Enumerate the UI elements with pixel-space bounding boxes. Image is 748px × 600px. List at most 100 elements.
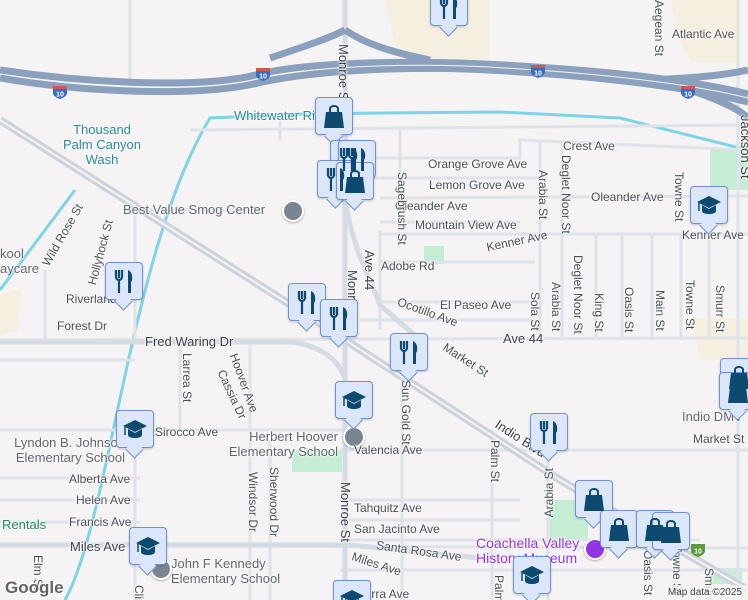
interstate-10-shield-icon: 10: [680, 84, 696, 100]
street-label: Market St: [693, 432, 745, 446]
street-label: Smurr St: [713, 285, 727, 333]
poi-label-herbert-hoover-school[interactable]: Herbert Hoover Elementary School: [228, 429, 338, 459]
street-label: Arabia St: [536, 170, 550, 220]
interstate-10-shield-icon: 10: [255, 66, 271, 82]
street-label: Tahquitz Ave: [354, 501, 422, 515]
street-label: Palm St: [488, 440, 502, 483]
school-marker[interactable]: [116, 410, 154, 448]
restaurant-marker[interactable]: [288, 283, 326, 321]
street-label: Main St: [653, 290, 667, 331]
restaurant-marker[interactable]: [320, 299, 358, 337]
street-label: Sola St: [528, 292, 542, 331]
poi-label-daycare[interactable]: kool aycare: [0, 246, 40, 276]
fork-knife-icon: [539, 421, 558, 444]
shopping-marker[interactable]: [600, 510, 638, 548]
shopping-bag-icon: [661, 520, 681, 543]
poi-label-best-value-smog-center[interactable]: Best Value Smog Center: [123, 202, 266, 217]
water-label-whitewater-river: Whitewater Ri: [234, 108, 315, 123]
graduation-cap-icon: [340, 590, 364, 600]
graduation-cap-icon: [136, 537, 160, 555]
street-label: Windsor Dr: [246, 472, 260, 533]
street-label: Atlantic Ave: [672, 27, 735, 41]
poi-label-rentals[interactable]: Rentals: [2, 517, 47, 532]
street-label: Helen Ave: [76, 493, 131, 507]
fork-knife-icon: [114, 270, 133, 293]
school-marker[interactable]: [690, 186, 728, 224]
fork-knife-icon: [297, 291, 316, 314]
school-marker[interactable]: [335, 381, 373, 419]
shopping-bag-icon: [645, 518, 665, 541]
street-label: El Paseo Ave: [440, 298, 512, 312]
street-label-ave-44: Ave 44: [362, 250, 377, 291]
fork-knife-icon: [347, 148, 366, 171]
street-label-jackson-st: Jackson St: [738, 115, 748, 179]
street-label: Larrea St: [180, 353, 194, 403]
graduation-cap-icon: [520, 566, 544, 584]
street-label: Oasis St: [641, 550, 655, 596]
street-label: Kenner Ave: [682, 228, 744, 242]
interstate-10-shield-icon: 10: [530, 63, 546, 79]
poi-label-lyndon-b-johnson-school[interactable]: Lyndon B. Johnson Elementary School: [14, 435, 125, 465]
school-marker[interactable]: [333, 580, 371, 600]
street-label: Deglet Noor St: [559, 155, 573, 234]
poi-label-indio-dmv[interactable]: Indio DMV: [682, 409, 743, 424]
svg-text:10: 10: [534, 71, 542, 78]
street-label: Mountain View Ave: [415, 218, 517, 232]
street-label: Aegean St: [652, 0, 666, 57]
street-label: Towne St: [683, 280, 697, 330]
restaurant-marker[interactable]: [430, 0, 468, 26]
street-label-miles-ave: Miles Ave: [70, 539, 126, 554]
landmark-icon[interactable]: [282, 200, 304, 222]
map-attribution[interactable]: Map data ©2025: [661, 585, 748, 600]
svg-text:10: 10: [684, 92, 692, 99]
graduation-cap-icon: [342, 391, 366, 409]
graduation-cap-icon: [697, 196, 721, 214]
shopping-marker[interactable]: [719, 372, 748, 410]
shopping-bag-icon: [584, 488, 604, 511]
business-10-shield-icon: 10: [690, 542, 706, 558]
street-label: Deglet Noor St: [571, 255, 585, 334]
shopping-bag-icon: [609, 518, 629, 541]
street-label: San Jacinto Ave: [354, 522, 440, 536]
street-label: Oleander Ave: [395, 199, 468, 213]
svg-text:10: 10: [259, 74, 267, 81]
street-label: Francis Ave: [69, 515, 132, 529]
google-logo[interactable]: Google: [5, 578, 64, 597]
restaurant-marker[interactable]: [390, 333, 428, 371]
street-label-ave-44: Ave 44: [503, 331, 544, 346]
street-label: Palm St: [492, 575, 506, 600]
svg-text:10: 10: [56, 92, 64, 99]
shopping-marker[interactable]: [315, 97, 353, 135]
street-label: Towne St: [672, 172, 686, 222]
water-label-thousand-palm-canyon-wash: Thousand Palm Canyon Wash: [62, 122, 142, 167]
street-label: Crest Ave: [563, 139, 615, 153]
street-label: Arabia St: [549, 282, 563, 332]
shopping-marker[interactable]: [652, 512, 690, 550]
street-label-monroe-st: Monroe St: [336, 44, 351, 104]
school-marker[interactable]: [513, 556, 551, 594]
shopping-marker[interactable]: [575, 480, 613, 518]
street-label: Arabia St: [542, 468, 556, 518]
street-label: Oasis St: [622, 287, 636, 333]
street-label: Alberta Ave: [69, 472, 131, 486]
street-label: Sun Gold St: [399, 380, 413, 445]
street-label: Orange Grove Ave: [428, 157, 528, 171]
street-label: Sirocco Ave: [155, 425, 219, 439]
shopping-bag-icon: [324, 105, 344, 128]
school-marker[interactable]: [129, 527, 167, 565]
street-label: Elm St: [31, 555, 45, 591]
restaurant-marker[interactable]: [530, 413, 568, 451]
shopping-bag-icon: [345, 170, 365, 193]
poi-label-john-f-kennedy-school[interactable]: John F Kennedy Elementary School: [171, 556, 281, 586]
fork-knife-icon: [439, 0, 458, 19]
fork-knife-icon: [399, 341, 418, 364]
svg-text:10: 10: [694, 549, 702, 556]
restaurant-marker[interactable]: [105, 262, 143, 300]
street-label: Forest Dr: [57, 319, 108, 333]
street-label: Sagebrush St: [395, 172, 409, 245]
street-label: Sherwood Dr: [267, 467, 281, 538]
fork-knife-icon: [326, 168, 345, 191]
interstate-10-shield-icon: 10: [52, 84, 68, 100]
